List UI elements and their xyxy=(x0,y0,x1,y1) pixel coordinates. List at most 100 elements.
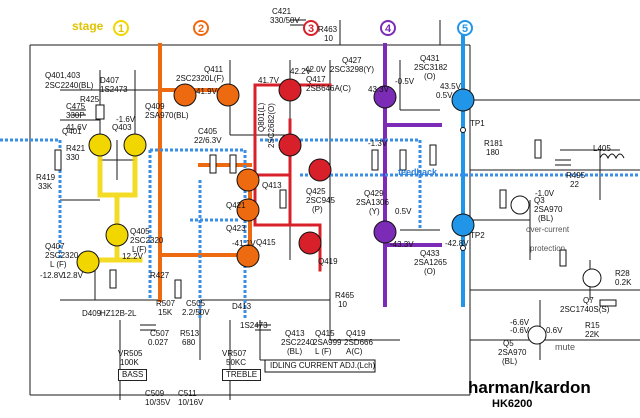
q409-type-label: 2SA970(BL) xyxy=(145,111,189,120)
q423-label: Q423 xyxy=(226,224,246,233)
r495-label: R495 xyxy=(566,171,586,180)
q401-type-label: 2SC2240(BL) xyxy=(45,81,94,90)
q401-403-label: Q401,403 xyxy=(45,71,81,80)
voltage-label: 0.5V xyxy=(395,207,412,216)
q401-transistor xyxy=(88,133,112,157)
vr505-value: 100K xyxy=(120,358,139,367)
voltage-label: -1.0V xyxy=(535,189,555,198)
voltage-label: -41.1V xyxy=(232,239,256,248)
voltage-label: -12.8V xyxy=(40,271,64,280)
d413-label: D413 xyxy=(232,302,252,311)
idling-adj-label: IDLING CURRENT ADJ.(Lch) xyxy=(270,361,376,370)
d407-label: D407 xyxy=(100,76,120,85)
q3-type-label: 2SA970 xyxy=(534,205,563,214)
q5-grade-label: (BL) xyxy=(502,357,518,366)
voltage-label: -1.6V xyxy=(116,115,136,124)
q405-transistor xyxy=(105,223,129,247)
stage-4-marker: 4 xyxy=(380,20,396,36)
q3-label: Q3 xyxy=(534,196,545,205)
c507-value: 0.027 xyxy=(148,338,169,347)
q409-label: Q409 xyxy=(145,102,165,111)
c509-label: C509 xyxy=(145,389,165,398)
passive-components xyxy=(54,19,617,331)
q409-transistor xyxy=(173,83,197,107)
protection-label: protection xyxy=(530,244,566,253)
r15-value: 22K xyxy=(585,330,600,339)
vr505-label: VR505 xyxy=(118,349,143,358)
q403-label: Q403 xyxy=(112,123,132,132)
voltage-label: 43.5V xyxy=(440,82,461,91)
q433-type-label: 2SA1265 xyxy=(414,258,447,267)
q419-transistor xyxy=(298,231,322,255)
q421-label: Q421 xyxy=(226,201,246,210)
r427-label: R427 xyxy=(150,271,170,280)
q413-bottom-type: 2SC2240 xyxy=(281,338,315,347)
r495-value: 22 xyxy=(570,180,579,189)
stage-5-marker: 5 xyxy=(457,20,473,36)
q3-transistor xyxy=(510,195,530,215)
tp1-label: TP1 xyxy=(470,119,485,128)
q7-type-label: 2SC1740S(S) xyxy=(560,305,610,314)
d407-type-label: 1S2473 xyxy=(100,85,128,94)
q405-label: Q405 xyxy=(130,227,150,236)
q425-label: Q425 xyxy=(306,187,326,196)
d409-type-label: HZ12B-2L xyxy=(100,309,137,318)
c505-value: 2.2/50V xyxy=(182,308,210,317)
voltage-label: 41.7V xyxy=(258,76,279,85)
l405-label: L405 xyxy=(593,144,611,153)
q401-label: Q401 xyxy=(62,127,82,136)
q413-label: Q413 xyxy=(262,181,282,190)
q407-type-label: 2SC2320 xyxy=(45,251,79,260)
q415-bottom-type: 2SA999 xyxy=(313,338,342,347)
r28-value: 0.2K xyxy=(615,278,632,287)
voltage-label: 42.2V xyxy=(290,67,311,76)
voltage-label: 12.2V xyxy=(122,252,143,261)
c509-value: 10/35V xyxy=(145,398,171,407)
q431-label: Q431 xyxy=(420,54,440,63)
c475-value: 330P xyxy=(66,111,85,120)
c507-label: C507 xyxy=(150,329,170,338)
q415-bottom-label: Q415 xyxy=(315,329,335,338)
transistor-symbols xyxy=(76,78,602,345)
c421-label: C421 xyxy=(272,7,292,16)
voltage-label: 41.6V xyxy=(66,123,87,132)
q427-type-label: 2SC3298(Y) xyxy=(330,65,375,74)
r181-value: 180 xyxy=(486,148,500,157)
q405-grade-label: L(F) xyxy=(132,245,147,254)
q413-bottom-grade: (BL) xyxy=(287,347,303,356)
mute-label: mute xyxy=(555,342,576,352)
q419-bottom-label: Q419 xyxy=(346,329,366,338)
q403-transistor xyxy=(123,133,147,157)
c511-label: C511 xyxy=(178,389,197,398)
q419-bottom-type: 2SD666 xyxy=(344,338,373,347)
voltage-label: 42.0V xyxy=(305,65,326,74)
q425-type-label: 2SC945 xyxy=(306,196,335,205)
q417-type-label: 2SB646A(C) xyxy=(306,84,351,93)
tp1-point xyxy=(460,127,466,133)
c421-value: 330/50V xyxy=(270,16,300,25)
voltage-label: -43.3V xyxy=(390,240,414,249)
treble-label: TREBLE xyxy=(222,369,262,381)
voltage-label: -0.5V xyxy=(395,77,415,86)
q415-bottom-grade: L (F) xyxy=(315,347,332,356)
q415-transistor xyxy=(236,244,260,268)
q407-transistor xyxy=(76,250,100,274)
voltage-label: -42.8V xyxy=(445,239,469,248)
stage-1-track xyxy=(92,137,143,263)
r419-value: 33K xyxy=(38,182,53,191)
q433-label: Q433 xyxy=(420,249,440,258)
q411-label: Q411 xyxy=(204,65,223,74)
stage-3-marker: 3 xyxy=(303,20,319,36)
q801-label: Q801(L) xyxy=(257,102,266,132)
q431-transistor xyxy=(451,88,475,112)
stage-1-marker: 1 xyxy=(113,20,129,36)
q421-transistor xyxy=(236,198,260,222)
vr507-label: VR507 xyxy=(222,349,247,358)
c511-value: 10/16V xyxy=(178,398,204,407)
q5-transistor xyxy=(527,325,547,345)
q425-transistor xyxy=(308,158,332,182)
q427-transistor xyxy=(373,85,397,109)
q3-grade-label: (BL) xyxy=(538,214,554,223)
r465-label: R465 xyxy=(335,291,355,300)
